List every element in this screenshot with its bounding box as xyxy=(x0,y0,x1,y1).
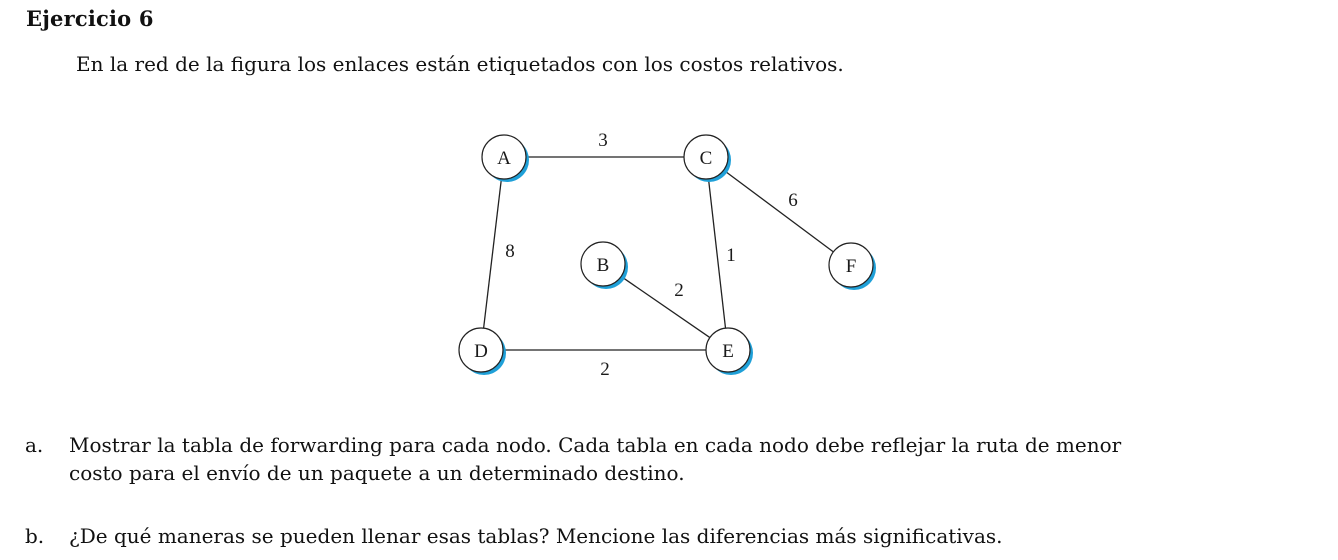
question-a-text: Mostrar la tabla de forwarding para cada… xyxy=(69,431,1121,487)
edge-cost-b-e: 2 xyxy=(674,280,684,301)
node-d-label: D xyxy=(474,341,488,362)
edge-cost-a-d: 8 xyxy=(505,241,515,262)
node-c-circle xyxy=(683,134,729,180)
network-diagram: 3 8 1 6 2 2 A B C D E F xyxy=(458,130,876,380)
question-a-line-1: Mostrar la tabla de forwarding para cada… xyxy=(69,433,1122,457)
question-b-line-1: ¿De qué maneras se pueden llenar esas ta… xyxy=(69,524,1003,548)
node-c: C xyxy=(683,134,731,182)
node-b-circle xyxy=(580,241,626,287)
edge-b-e xyxy=(620,275,711,339)
node-c-label: C xyxy=(700,148,713,169)
edges-layer xyxy=(482,156,834,351)
question-a-line-2: costo para el envío de un paquete a un d… xyxy=(69,461,685,485)
edge-labels-layer: 3 8 1 6 2 2 xyxy=(505,130,798,380)
edge-c-e xyxy=(707,178,727,329)
question-b-text: ¿De qué maneras se pueden llenar esas ta… xyxy=(69,522,1003,550)
node-e-label: E xyxy=(722,341,734,362)
edge-cost-a-c: 3 xyxy=(598,130,608,151)
node-d: D xyxy=(458,327,506,375)
node-f-label: F xyxy=(846,256,857,277)
question-a: a. Mostrar la tabla de forwarding para c… xyxy=(25,431,1335,491)
edge-cost-c-e: 1 xyxy=(726,245,736,266)
exercise-heading: Ejercicio 6 xyxy=(26,6,154,31)
node-f: F xyxy=(828,242,876,290)
node-d-circle xyxy=(458,327,504,373)
node-a: A xyxy=(481,134,529,182)
node-e-circle xyxy=(705,327,751,373)
node-b-label: B xyxy=(597,255,610,276)
edge-a-d xyxy=(482,178,503,329)
question-b-marker: b. xyxy=(25,524,45,548)
edge-c-f xyxy=(723,169,834,253)
node-f-circle xyxy=(828,242,874,288)
node-e: E xyxy=(705,327,753,375)
nodes-layer: A B C D E F xyxy=(458,134,876,375)
edge-cost-d-e: 2 xyxy=(600,359,610,380)
edge-cost-c-f: 6 xyxy=(788,190,798,211)
node-b: B xyxy=(580,241,628,289)
question-a-marker: a. xyxy=(25,433,44,457)
question-b: b. ¿De qué maneras se pueden llenar esas… xyxy=(25,522,1335,552)
node-a-circle xyxy=(481,134,527,180)
node-a-label: A xyxy=(497,148,511,169)
exercise-intro: En la red de la figura los enlaces están… xyxy=(76,52,844,76)
